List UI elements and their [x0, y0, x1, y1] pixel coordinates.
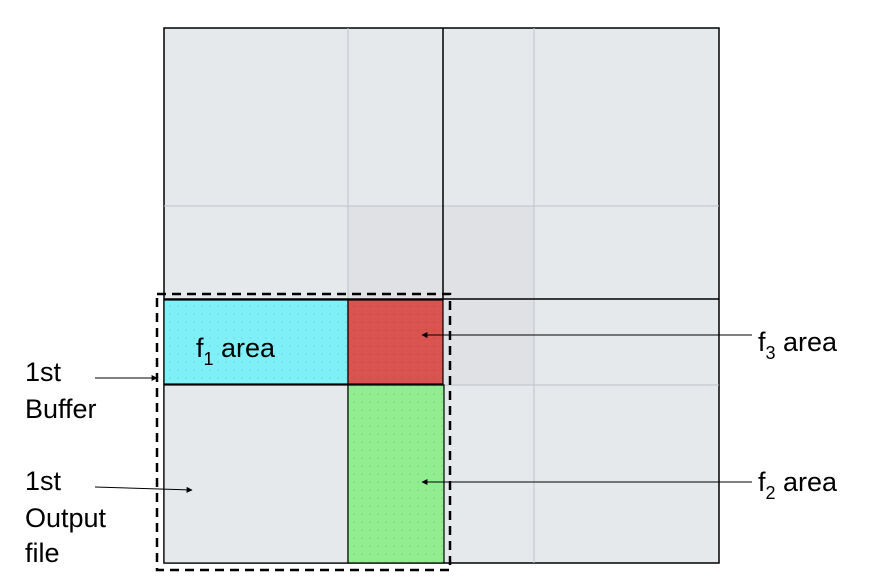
block-partition-lines — [164, 28, 719, 300]
f2-label-suffix: area — [776, 467, 839, 497]
output-file-region — [163, 384, 349, 564]
f3-label: f3 area — [758, 327, 838, 363]
output-label-line1: 1st — [25, 466, 62, 496]
output-label-line2: Output — [25, 503, 107, 533]
buffer-label-line2: Buffer — [25, 394, 97, 424]
output-label-line3: file — [25, 538, 60, 568]
fine-grid — [164, 28, 719, 563]
f3-label-suffix: area — [776, 327, 839, 357]
f3-label-base: f — [758, 327, 766, 357]
f1-label-sub: 1 — [204, 349, 214, 369]
f3-label-sub: 3 — [766, 343, 776, 363]
f1-label-base: f — [196, 333, 204, 363]
f1-label: f1 area — [196, 333, 276, 369]
f2-label-base: f — [758, 467, 766, 497]
output-file-label: 1st Output file — [25, 466, 114, 568]
f2-label-sub: 2 — [766, 483, 776, 503]
f1-label-suffix: area — [214, 333, 277, 363]
buffer-label: 1st Buffer — [25, 357, 97, 424]
f2-label: f2 area — [758, 467, 838, 503]
output-file-arrow — [94, 486, 193, 493]
buffer-label-line1: 1st — [25, 357, 62, 387]
